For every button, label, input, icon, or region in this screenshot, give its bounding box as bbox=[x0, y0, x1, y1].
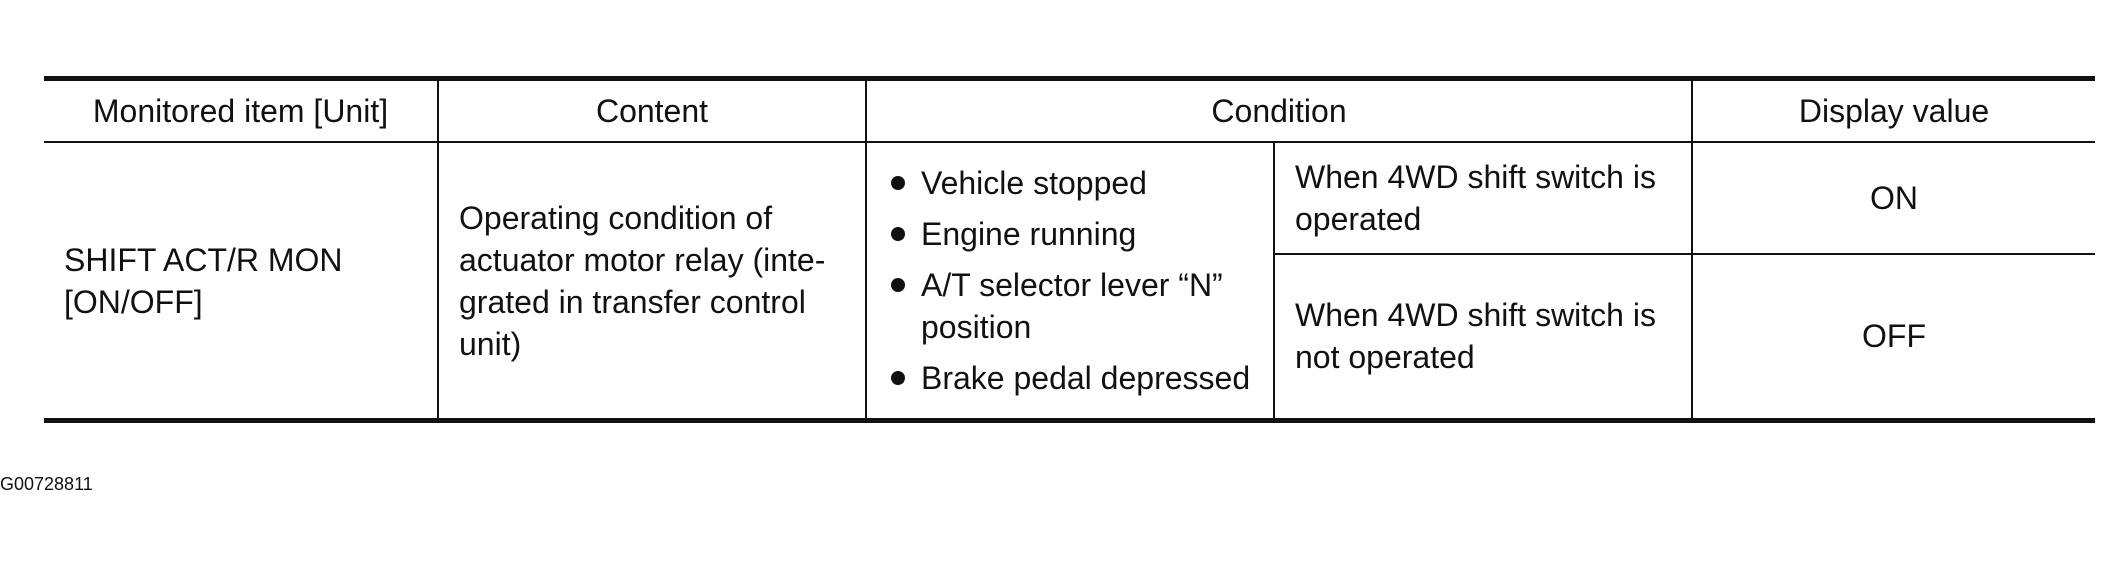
list-item: Vehicle stopped bbox=[889, 162, 1273, 204]
condition-list-cell: Vehicle stopped Engine running A/T selec… bbox=[865, 142, 1275, 421]
display-value-on: ON bbox=[1691, 142, 2096, 255]
content-cell: Operating condition of actuator motor re… bbox=[437, 142, 867, 421]
condition-text: A/T selector lever “N” position bbox=[921, 267, 1223, 345]
condition-text: Engine running bbox=[921, 216, 1137, 252]
condition-text: Vehicle stopped bbox=[921, 165, 1147, 201]
display-value-off: OFF bbox=[1691, 253, 2096, 421]
header-content: Content bbox=[437, 78, 867, 143]
monitored-item-unit: [ON/OFF] bbox=[64, 283, 203, 320]
header-display-value: Display value bbox=[1691, 78, 2096, 143]
table-row: When 4WD shift switch is not operated OF… bbox=[44, 253, 2096, 421]
bullet-icon bbox=[891, 227, 905, 241]
figure-id: G00728811 bbox=[0, 474, 93, 494]
table-header-row: Monitored item [Unit] Content Condition … bbox=[44, 78, 2096, 143]
monitored-item-name: SHIFT ACT/R MON bbox=[64, 241, 343, 278]
condition-text: Brake pedal depressed bbox=[921, 360, 1251, 396]
table-row: SHIFT ACT/R MON [ON/OFF] Operating condi… bbox=[44, 142, 2096, 421]
list-item: Engine running bbox=[889, 213, 1273, 255]
bullet-icon bbox=[891, 176, 905, 190]
monitored-item-cell: SHIFT ACT/R MON [ON/OFF] bbox=[44, 142, 439, 421]
header-condition: Condition bbox=[864, 78, 1694, 143]
condition-when-not-operated: When 4WD shift switch is not operated bbox=[1274, 253, 1694, 421]
condition-list: Vehicle stopped Engine running A/T selec… bbox=[867, 143, 1273, 418]
monitor-table: Monitored item [Unit] Content Condition … bbox=[44, 76, 2096, 423]
condition-when-operated: When 4WD shift switch is operated bbox=[1272, 142, 1694, 255]
list-item: A/T selector lever “N” position bbox=[889, 264, 1273, 348]
header-monitored-item: Monitored item [Unit] bbox=[44, 78, 439, 143]
list-item: Brake pedal depressed bbox=[889, 357, 1273, 399]
bullet-icon bbox=[891, 371, 905, 385]
bullet-icon bbox=[891, 278, 905, 292]
